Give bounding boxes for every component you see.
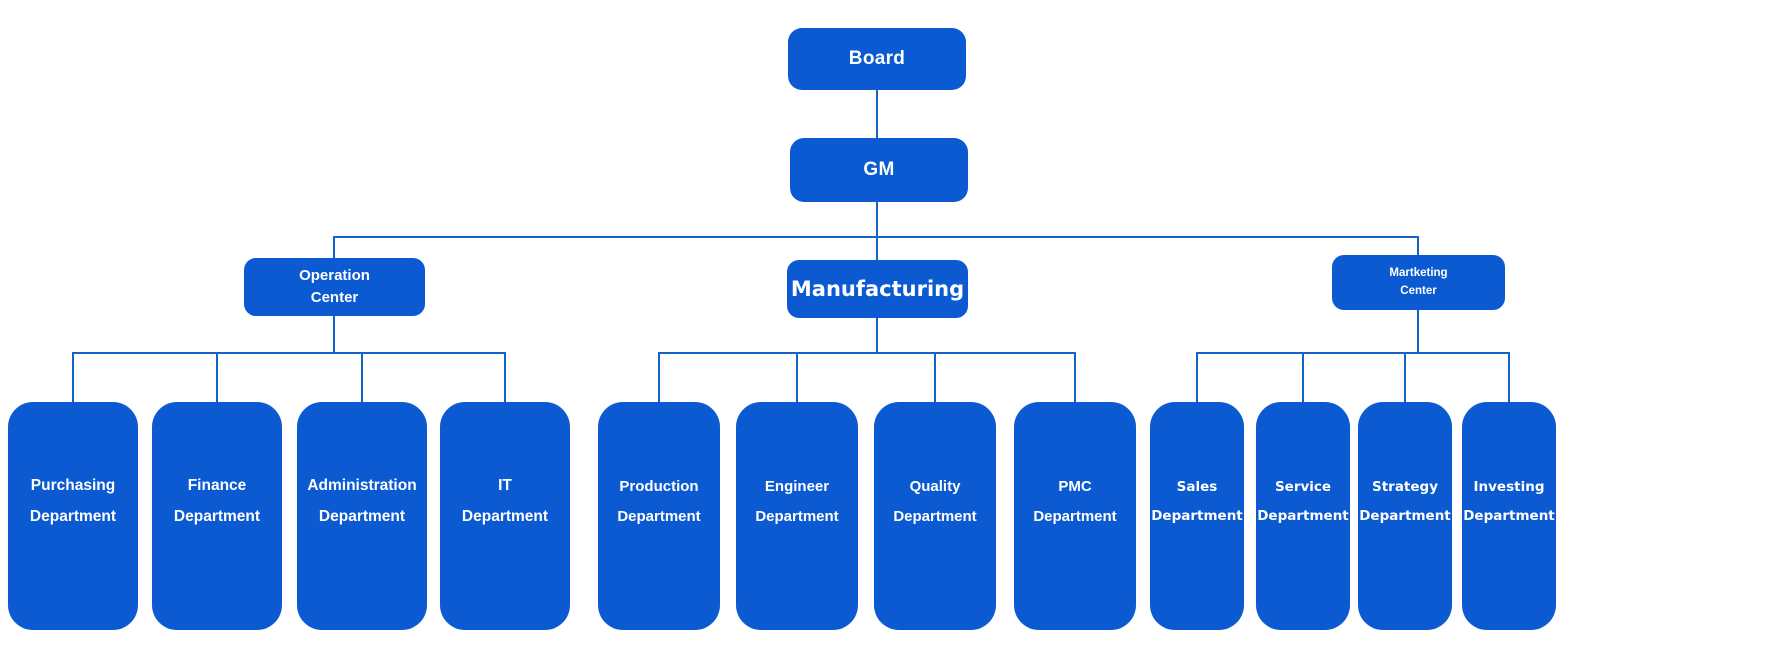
dept-label-line1: Quality <box>909 477 961 495</box>
dept-label-line1: PMC <box>1058 477 1092 495</box>
dept-label-line2: Department <box>1151 507 1243 524</box>
connector-drop-purchasing <box>72 352 74 402</box>
connector-drop-marketing-center <box>1417 236 1419 255</box>
connector-operation-drop <box>333 316 335 354</box>
connector-drop-engineer <box>796 352 798 402</box>
dept-label-line1: Engineer <box>764 477 830 495</box>
dept-node-administration[interactable]: Administration Department <box>297 402 427 630</box>
connector-drop-strategy <box>1404 352 1406 402</box>
connector-drop-quality <box>934 352 936 402</box>
dept-node-engineer[interactable]: Engineer Department <box>736 402 858 630</box>
org-node-board[interactable]: Board <box>788 28 966 90</box>
connector-drop-service <box>1302 352 1304 402</box>
dept-node-service[interactable]: Service Department <box>1256 402 1350 630</box>
dept-label-line1: Sales <box>1176 478 1218 495</box>
connector-group3-bus <box>1196 352 1510 354</box>
operation-center-label-line2: Center <box>310 289 359 306</box>
dept-label-line2: Department <box>1463 507 1555 524</box>
dept-node-sales[interactable]: Sales Department <box>1150 402 1244 630</box>
org-node-operation-center[interactable]: Operation Center <box>244 258 425 316</box>
dept-label-line2: Department <box>461 507 549 525</box>
dept-label-line1: Investing <box>1473 478 1545 495</box>
marketing-center-label-line1: Martketing <box>1389 266 1448 279</box>
connector-group1-bus <box>72 352 506 354</box>
dept-label-line2: Department <box>755 507 839 525</box>
connector-group2-bus <box>658 352 1076 354</box>
connector-drop-administration <box>361 352 363 402</box>
dept-node-purchasing[interactable]: Purchasing Department <box>8 402 138 630</box>
dept-label-line2: Department <box>318 507 406 525</box>
connector-drop-investing <box>1508 352 1510 402</box>
connector-manufacturing-drop <box>876 318 878 354</box>
dept-node-pmc[interactable]: PMC Department <box>1014 402 1136 630</box>
connector-gm-drop <box>876 202 878 260</box>
dept-label-line2: Department <box>1033 507 1117 525</box>
dept-node-production[interactable]: Production Department <box>598 402 720 630</box>
dept-label-line2: Department <box>29 507 117 525</box>
org-node-gm-label: GM <box>863 159 895 180</box>
connector-drop-it <box>504 352 506 402</box>
dept-node-quality[interactable]: Quality Department <box>874 402 996 630</box>
connector-board-gm <box>876 90 878 138</box>
org-node-manufacturing[interactable]: Manufacturing <box>787 260 968 318</box>
dept-label-line1: Finance <box>187 476 247 494</box>
connector-drop-pmc <box>1074 352 1076 402</box>
dept-label-line2: Department <box>1359 507 1451 524</box>
dept-label-line2: Department <box>173 507 261 525</box>
dept-node-finance[interactable]: Finance Department <box>152 402 282 630</box>
dept-label-line1: Administration <box>307 476 417 494</box>
dept-node-strategy[interactable]: Strategy Department <box>1358 402 1452 630</box>
org-node-marketing-center[interactable]: Martketing Center <box>1332 255 1505 310</box>
marketing-center-label-line2: Center <box>1400 284 1437 297</box>
connector-marketing-drop <box>1417 310 1419 354</box>
operation-center-label-line1: Operation <box>299 267 370 285</box>
org-node-board-label: Board <box>848 48 906 69</box>
dept-label-line1: Purchasing <box>30 476 116 494</box>
org-node-gm[interactable]: GM <box>790 138 968 202</box>
dept-node-it[interactable]: IT Department <box>440 402 570 630</box>
dept-label-line1: Service <box>1274 478 1332 495</box>
dept-label-line2: Department <box>893 507 977 525</box>
connector-drop-operation-center <box>333 236 335 258</box>
connector-drop-production <box>658 352 660 402</box>
dept-label-line2: Department <box>617 507 701 525</box>
manufacturing-label: Manufacturing <box>790 277 965 301</box>
connector-drop-finance <box>216 352 218 402</box>
dept-node-investing[interactable]: Investing Department <box>1462 402 1556 630</box>
connector-centers-bus <box>333 236 1419 238</box>
dept-label-line1: Production <box>619 477 699 495</box>
connector-drop-sales <box>1196 352 1198 402</box>
dept-label-line1: IT <box>498 476 512 494</box>
dept-label-line1: Strategy <box>1371 478 1439 495</box>
dept-label-line2: Department <box>1257 507 1349 524</box>
